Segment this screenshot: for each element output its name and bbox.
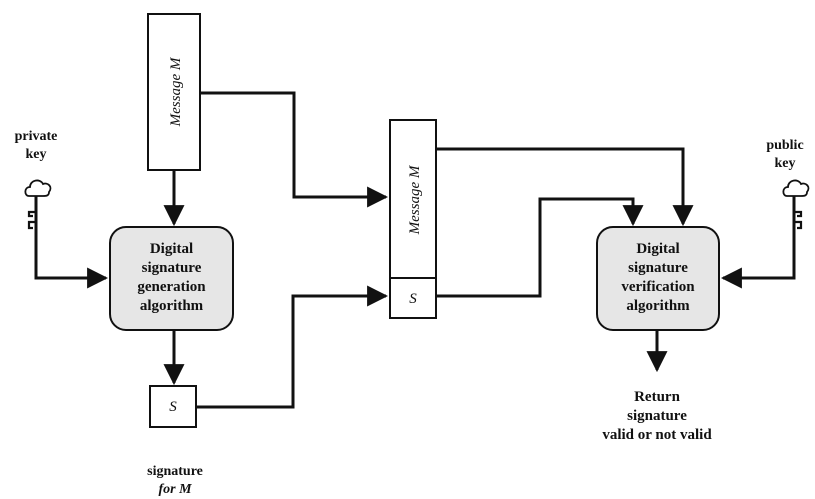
connector-signature-to-bundle (196, 285, 389, 409)
connector-bundle-message-to-verification (436, 147, 694, 227)
sender-message-label: Message M (168, 56, 184, 127)
verification-line-2: signature (628, 260, 688, 276)
private-key-line-1: private (14, 129, 58, 144)
result-label: Return signature valid or not valid (567, 388, 747, 445)
result-line-2: signature (627, 408, 687, 424)
public-key-line-1: public (766, 138, 804, 153)
bundle-signature-text: S (409, 291, 417, 307)
result-line-1: Return (634, 389, 680, 405)
signature-caption-line-1: signature (147, 464, 203, 479)
private-key-line-2: key (25, 147, 47, 162)
result-line-3: valid or not valid (602, 427, 712, 443)
public-key-icon (782, 179, 810, 238)
bundle-signature-box: S (389, 277, 437, 319)
generation-algorithm-box (109, 226, 234, 331)
generation-line-2: signature (141, 260, 202, 276)
signature-caption: signature for M (120, 463, 230, 499)
verification-algorithm-label: Digital signature verification algorithm (597, 240, 719, 316)
verification-line-3: verification (621, 279, 695, 295)
bundle-message-label: Message M (407, 164, 423, 235)
connector-message-to-bundle (200, 91, 389, 208)
connectors (34, 91, 796, 409)
signature-caption-line-2: for M (158, 482, 192, 497)
sender-message-box: Message M (147, 13, 201, 171)
public-key-label: public key (755, 137, 815, 173)
public-key-line-2: key (774, 156, 796, 171)
bundle-message-box: Message M (389, 119, 437, 279)
private-key-label: private key (0, 128, 72, 164)
verification-line-4: algorithm (626, 298, 690, 314)
connector-public-key (720, 238, 796, 289)
sender-signature-text: S (169, 399, 177, 415)
generation-line-4: algorithm (139, 298, 204, 314)
generation-line-1: Digital (149, 241, 194, 257)
sender-signature-box: S (149, 385, 197, 428)
connector-private-key (34, 238, 109, 289)
generation-line-3: generation (137, 279, 206, 295)
connector-bundle-signature-to-verification (436, 197, 644, 298)
verification-line-1: Digital (636, 241, 680, 257)
generation-algorithm-label: Digital signature generation algorithm (110, 240, 233, 316)
private-key-icon (24, 179, 52, 238)
